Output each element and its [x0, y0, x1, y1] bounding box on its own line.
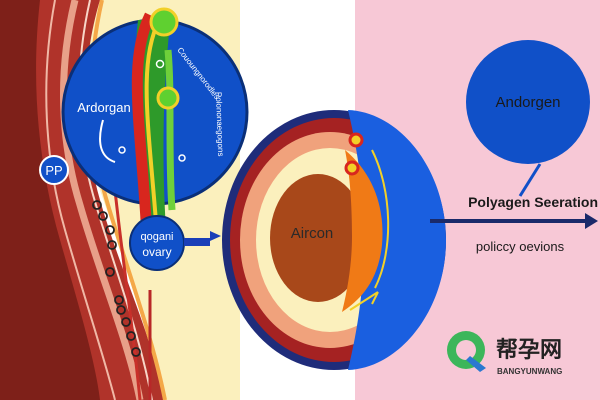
- curved-arrow: [349, 291, 379, 311]
- central-cross-section: [222, 110, 446, 370]
- follicle: [121, 317, 131, 327]
- follicle: [105, 225, 115, 235]
- follicle: [116, 305, 126, 315]
- curved-arrow: [99, 119, 116, 163]
- red-cell: [344, 160, 360, 176]
- top-circle-label: Ardorgan: [77, 100, 130, 115]
- follicle: [114, 295, 124, 305]
- ovary-label-line1: qogani: [140, 231, 173, 243]
- follicle: [131, 347, 141, 357]
- follicle: [107, 240, 117, 250]
- ovary-circle: [129, 215, 185, 271]
- small-dot: [155, 59, 165, 69]
- small-dot: [178, 154, 186, 162]
- watermark-logo-icon: [447, 331, 486, 372]
- green-node: [149, 7, 179, 37]
- center-label: Aircon: [291, 225, 334, 242]
- follicle-chain: [92, 200, 141, 357]
- brown-core: [270, 174, 366, 302]
- green-node: [156, 86, 180, 110]
- yellow-tube: [144, 17, 162, 223]
- right-blue-circle: [466, 40, 590, 164]
- tissue-pink-band: [60, 0, 144, 400]
- curved-arrow: [371, 149, 390, 289]
- watermark: 帮孕网 BANGYUNWANG: [447, 331, 562, 376]
- right-title: Polyagen Seeration: [468, 194, 598, 210]
- tissue-line: [45, 0, 116, 400]
- small-dot: [118, 146, 126, 154]
- pp-badge-label: PP: [45, 163, 62, 178]
- tissue-dark-layer: [0, 0, 100, 400]
- watermark-chinese: 帮孕网: [496, 337, 562, 363]
- orange-core: [342, 150, 383, 312]
- pp-badge-circle: [39, 155, 69, 185]
- ovary-label-line2: ovary: [142, 245, 171, 259]
- right-circle-label: Andorgen: [495, 94, 560, 111]
- blue-half: [348, 110, 446, 370]
- red-cell: [348, 132, 364, 148]
- vertical-annotation: Polononaegogons: [214, 92, 225, 157]
- follicle: [105, 267, 115, 277]
- right-subtitle: policcy oevions: [476, 239, 565, 254]
- follicle: [92, 200, 102, 210]
- green-branch: [164, 49, 176, 211]
- follicle: [98, 211, 108, 221]
- watermark-latin: BANGYUNWANG: [497, 367, 562, 376]
- red-tube: [131, 12, 155, 221]
- green-stalk: [135, 20, 170, 230]
- arrow-right-icon: [430, 213, 598, 229]
- follicle: [126, 331, 136, 341]
- pointer-line: [518, 163, 542, 197]
- arrow-right-icon: [184, 231, 221, 246]
